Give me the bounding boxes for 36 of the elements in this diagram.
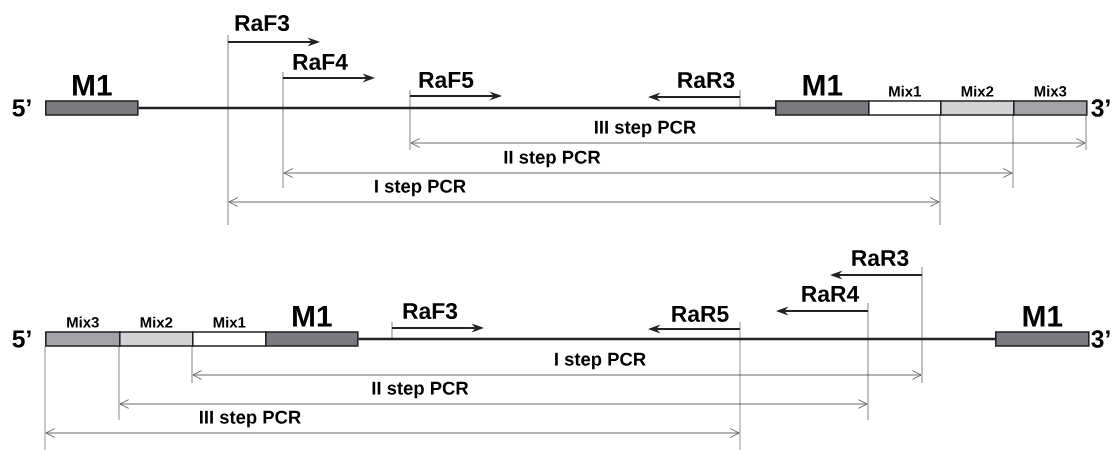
- node-label: Mix2: [961, 85, 994, 97]
- node-label: M1: [73, 75, 112, 96]
- node-label: Mix1: [889, 85, 921, 97]
- primer-label: RaF4: [293, 54, 348, 70]
- strand-line: [138, 106, 775, 110]
- span-label: III step PCR: [200, 410, 301, 428]
- span-label: II step PCR: [372, 381, 469, 399]
- node-label: M1: [1023, 306, 1063, 327]
- primer-label: RaF3: [235, 14, 290, 32]
- span-label: II step PCR: [504, 150, 601, 168]
- node-label: Mix1: [213, 316, 246, 328]
- span-label: III step PCR: [595, 120, 696, 138]
- primer-label: RaR4: [802, 286, 860, 302]
- primer-label: RaR3: [678, 71, 735, 89]
- segment-box: Mix3: [1013, 85, 1088, 116]
- strand-line: [358, 337, 995, 341]
- span-label: I step PCR: [375, 179, 466, 197]
- span-label: I step PCR: [555, 352, 646, 370]
- node-label: M1: [293, 306, 332, 327]
- primer-label: RaR5: [672, 306, 729, 322]
- segment-box: M1: [45, 75, 139, 116]
- segment-box: Mix2: [940, 85, 1015, 116]
- primer-label: RaR3: [852, 249, 909, 267]
- node-label: Mix3: [1034, 85, 1067, 97]
- node-label: M1: [803, 75, 843, 96]
- primer-label: RaF5: [419, 72, 474, 88]
- primer-label: RaF3: [403, 302, 458, 320]
- segment-box: M1: [995, 306, 1090, 347]
- segment-box: M1: [265, 306, 359, 347]
- node-label: Mix3: [67, 316, 99, 328]
- segment-box: M1: [775, 75, 870, 116]
- segment-box: Mix1: [192, 316, 267, 347]
- segment-box: Mix2: [119, 316, 194, 347]
- segment-box: Mix1: [868, 85, 942, 116]
- node-label: Mix2: [140, 316, 173, 328]
- segment-box: Mix3: [45, 316, 121, 347]
